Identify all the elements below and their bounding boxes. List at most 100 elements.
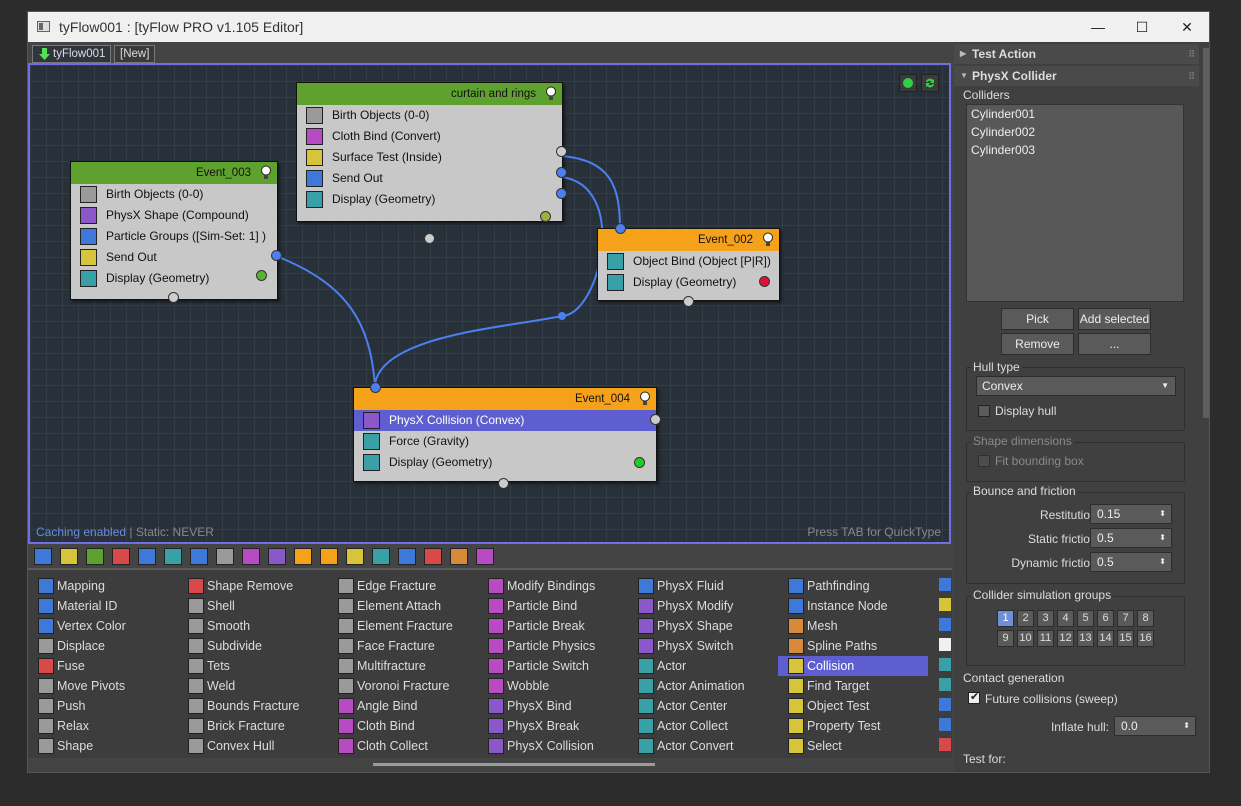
display-color-dot[interactable]: [256, 270, 267, 281]
sim-group-button[interactable]: 4: [1057, 610, 1074, 627]
sim-group-button[interactable]: 16: [1137, 630, 1154, 647]
operator-item-push[interactable]: Push: [28, 696, 86, 716]
operator-item-particle-switch[interactable]: Particle Switch: [478, 656, 589, 676]
category-delete-icon[interactable]: [112, 548, 130, 565]
spinner-arrows-icon[interactable]: ⬍: [1183, 721, 1190, 730]
operator-item-multifracture[interactable]: Multifracture: [328, 656, 426, 676]
lightbulb-icon[interactable]: [545, 86, 557, 101]
op-display[interactable]: Display (Geometry): [71, 268, 277, 289]
hull-type-select[interactable]: Convex▼: [976, 376, 1176, 396]
op-display[interactable]: Display (Geometry): [598, 272, 779, 293]
event-002[interactable]: Event_002 Object Bind (Object [P|R]) Dis…: [597, 223, 780, 307]
display-color-dot[interactable]: [759, 276, 770, 287]
display-hull-checkbox[interactable]: [978, 405, 990, 417]
event-004[interactable]: Event_004 PhysX Collision (Convex) Force…: [353, 382, 661, 489]
output-port[interactable]: [556, 167, 567, 178]
operator-list-scrollbar[interactable]: [373, 763, 655, 766]
operator-item-physx-bind[interactable]: PhysX Bind: [478, 696, 572, 716]
op-birth-objects[interactable]: Birth Objects (0-0): [297, 105, 562, 126]
op-birth-objects[interactable]: Birth Objects (0-0): [71, 184, 277, 205]
panel-scrollbar[interactable]: [1203, 48, 1209, 418]
category-test-icon[interactable]: [320, 548, 338, 565]
category-bind-icon[interactable]: [242, 548, 260, 565]
spinner-arrows-icon[interactable]: ⬍: [1159, 557, 1166, 566]
category-copy-icon[interactable]: [190, 548, 208, 565]
event-curtain-and-rings[interactable]: curtain and rings Birth Objects (0-0) Cl…: [296, 82, 567, 244]
caching-enabled-label[interactable]: Caching enabled: [36, 525, 127, 539]
operator-item-element-attach[interactable]: Element Attach: [328, 596, 441, 616]
category-mesh-icon[interactable]: [216, 548, 234, 565]
input-port[interactable]: [615, 223, 626, 234]
output-port[interactable]: [683, 296, 694, 307]
restitution-spinner[interactable]: 0.15⬍: [1090, 504, 1172, 524]
remove-button[interactable]: Remove: [1001, 333, 1074, 355]
operator-item-subdivide[interactable]: Subdivide: [178, 636, 262, 656]
operator-item-instance-node[interactable]: Instance Node: [778, 596, 888, 616]
operator-item-wobble[interactable]: Wobble: [478, 676, 549, 696]
op-cloth-bind[interactable]: Cloth Bind (Convert): [297, 126, 562, 147]
event-header[interactable]: Event_002: [598, 229, 779, 251]
operator-item-shape-remove[interactable]: Shape Remove: [178, 576, 293, 596]
sim-group-button[interactable]: 8: [1137, 610, 1154, 627]
operator-item-shape[interactable]: Shape: [28, 736, 93, 756]
pick-button[interactable]: Pick: [1001, 308, 1074, 330]
flow-graph-canvas[interactable]: curtain and rings Birth Objects (0-0) Cl…: [28, 63, 951, 544]
operator-item-mesh[interactable]: Mesh: [778, 616, 838, 636]
fit-bounding-box-checkbox[interactable]: [978, 455, 990, 467]
operator-item-mapping[interactable]: Mapping: [28, 576, 105, 596]
sim-group-button[interactable]: 14: [1097, 630, 1114, 647]
event-header[interactable]: curtain and rings: [297, 83, 562, 105]
lightbulb-icon[interactable]: [639, 391, 651, 406]
op-physx-collision[interactable]: PhysX Collision (Convex): [354, 410, 656, 431]
grip-icon[interactable]: ⠿: [1188, 49, 1195, 59]
output-port[interactable]: [556, 146, 567, 157]
event-003[interactable]: Event_003 Birth Objects (0-0) PhysX Shap…: [70, 161, 282, 303]
wire-handle[interactable]: [558, 312, 566, 320]
operator-item-actor[interactable]: Actor: [628, 656, 686, 676]
category-display-icon[interactable]: [164, 548, 182, 565]
output-port[interactable]: [556, 188, 567, 199]
operator-item-brick-fracture[interactable]: Brick Fracture: [178, 716, 285, 736]
category-physx-icon[interactable]: [268, 548, 286, 565]
operator-item-physx-collision[interactable]: PhysX Collision: [478, 736, 594, 756]
operator-item-property-test[interactable]: Property Test: [778, 716, 880, 736]
spinner-arrows-icon[interactable]: ⬍: [1159, 509, 1166, 518]
operator-item-spline-paths[interactable]: Spline Paths: [778, 636, 877, 656]
operator-item-material-id[interactable]: Material ID: [28, 596, 117, 616]
op-display[interactable]: Display (Geometry): [354, 452, 656, 473]
operator-item-convex-hull[interactable]: Convex Hull: [178, 736, 274, 756]
category-birth-icon[interactable]: [60, 548, 78, 565]
operator-item-tets[interactable]: Tets: [178, 656, 230, 676]
operator-item-relax[interactable]: Relax: [28, 716, 89, 736]
rollout-test-action[interactable]: ▶Test Action⠿: [954, 44, 1199, 64]
category-all-icon[interactable]: [34, 548, 52, 565]
op-particle-groups[interactable]: Particle Groups ([Sim-Set: 1] ): [71, 226, 277, 247]
sim-group-button[interactable]: 9: [997, 630, 1014, 647]
operator-item-modify-bindings[interactable]: Modify Bindings: [478, 576, 595, 596]
operator-item-actor-convert[interactable]: Actor Convert: [628, 736, 733, 756]
operator-item-object-test[interactable]: Object Test: [778, 696, 869, 716]
operator-item-weld[interactable]: Weld: [178, 676, 235, 696]
operator-item-actor-collect[interactable]: Actor Collect: [628, 716, 728, 736]
colliders-list[interactable]: Cylinder001 Cylinder002 Cylinder003: [966, 104, 1184, 302]
sim-group-button[interactable]: 7: [1117, 610, 1134, 627]
minimize-button[interactable]: —: [1091, 19, 1105, 35]
operator-item-physx-shape[interactable]: PhysX Shape: [628, 616, 733, 636]
operator-item-particle-bind[interactable]: Particle Bind: [478, 596, 577, 616]
operator-item-pathfinding[interactable]: Pathfinding: [778, 576, 870, 596]
add-selected-button[interactable]: Add selected: [1078, 308, 1151, 330]
operator-item-vertex-color[interactable]: Vertex Color: [28, 616, 126, 636]
operator-item-physx-break[interactable]: PhysX Break: [478, 716, 579, 736]
sim-group-button[interactable]: 10: [1017, 630, 1034, 647]
operator-item-cloth-collect[interactable]: Cloth Collect: [328, 736, 428, 756]
operator-item-bounds-fracture[interactable]: Bounds Fracture: [178, 696, 299, 716]
category-grid-icon[interactable]: [86, 548, 104, 565]
input-port[interactable]: [424, 233, 435, 244]
display-color-dot[interactable]: [634, 457, 645, 468]
category-camera-icon[interactable]: [424, 548, 442, 565]
category-property-icon[interactable]: [346, 548, 364, 565]
close-button[interactable]: ✕: [1181, 19, 1193, 35]
operator-item-cloth-bind[interactable]: Cloth Bind: [328, 716, 415, 736]
op-send-out[interactable]: Send Out: [71, 247, 277, 268]
collider-item[interactable]: Cylinder001: [971, 107, 1036, 121]
